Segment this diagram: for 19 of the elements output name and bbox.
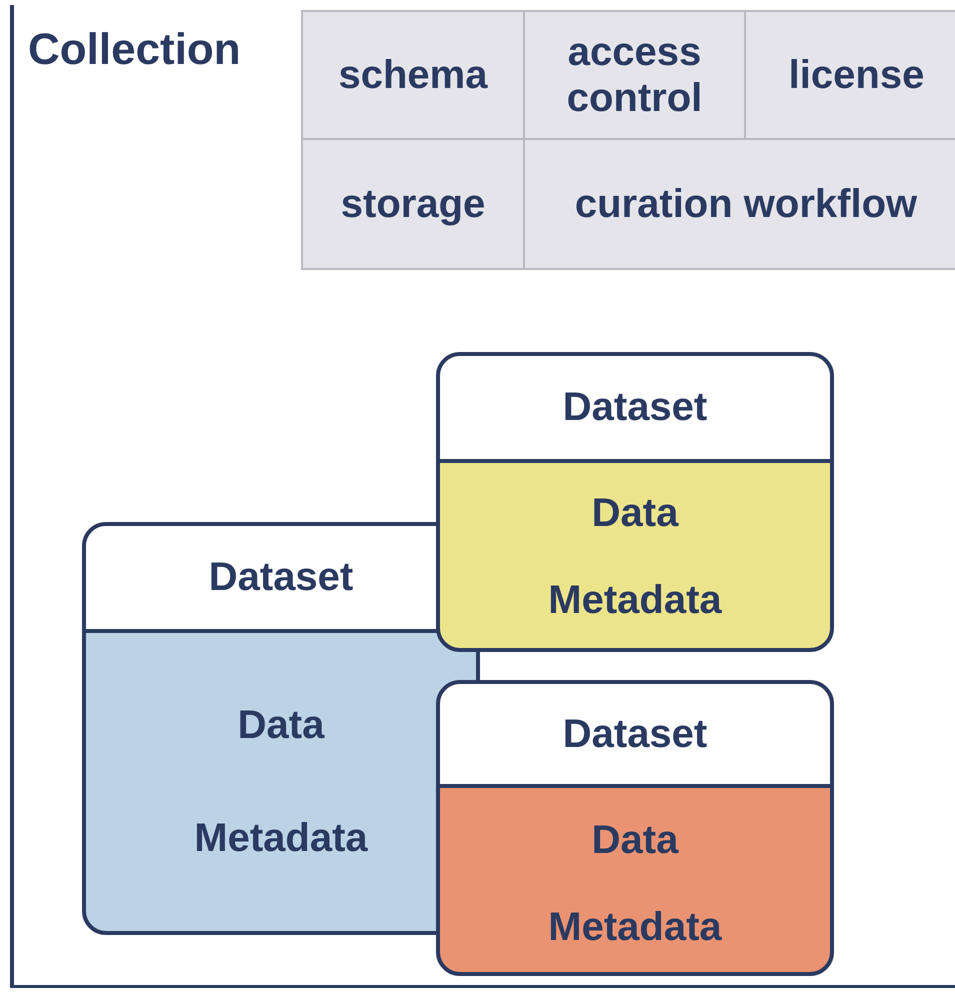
property-cell: schema — [301, 10, 525, 140]
card-item: Data — [592, 818, 678, 863]
collection-title: Collection — [28, 25, 241, 75]
dataset-card — [436, 352, 834, 652]
property-cell: storage — [301, 138, 525, 270]
property-cell: curation workflow — [523, 138, 955, 270]
collection-frame — [10, 5, 955, 988]
dataset-card — [436, 680, 834, 976]
property-cell: license — [744, 10, 955, 140]
card-heading: Dataset — [562, 712, 708, 756]
card-heading: Dataset — [562, 385, 708, 430]
card-item: Metadata — [194, 816, 368, 861]
dataset-card — [82, 522, 480, 935]
card-item: Metadata — [548, 578, 722, 623]
property-cell: access control — [523, 10, 746, 140]
card-item: Metadata — [548, 905, 722, 950]
card-item: Data — [592, 491, 678, 536]
card-heading: Dataset — [208, 555, 354, 600]
card-item: Data — [238, 703, 324, 748]
